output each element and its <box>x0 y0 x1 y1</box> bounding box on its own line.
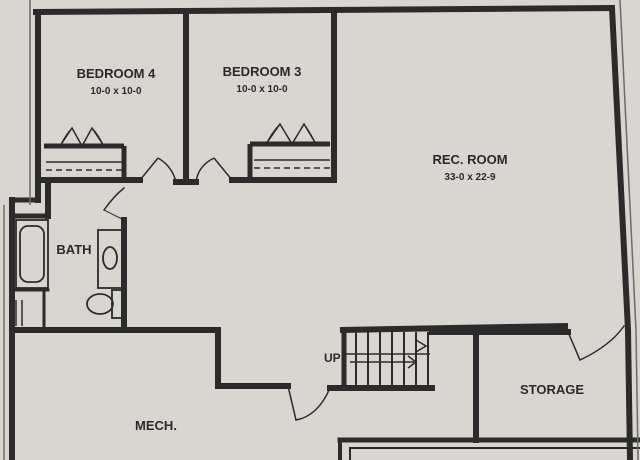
room-dim-bedroom-4: 10-0 x 10-0 <box>90 86 142 97</box>
room-dim-rec-room: 33-0 x 22-9 <box>444 172 496 183</box>
bedroom-doors <box>139 157 233 183</box>
mech-walls <box>9 327 435 421</box>
drawing-border-lines <box>3 0 639 460</box>
room-name-storage: STORAGE <box>520 382 584 397</box>
room-name-rec-room: REC. ROOM <box>432 152 507 167</box>
bathtub <box>15 219 49 289</box>
toilet <box>86 289 123 319</box>
room-dim-bedroom-3: 10-0 x 10-0 <box>236 84 288 95</box>
room-name-bedroom-4: BEDROOM 4 <box>77 66 157 81</box>
stairs <box>339 323 569 386</box>
sink <box>97 229 123 289</box>
outer-walls <box>9 4 640 460</box>
closet-bedroom-3 <box>247 122 330 180</box>
closet-bedroom-4 <box>44 126 127 182</box>
stair-label: UP <box>324 351 341 365</box>
bath-shelf <box>15 300 23 326</box>
room-name-bath: BATH <box>56 242 91 257</box>
room-name-mech: MECH. <box>135 418 177 433</box>
storage-walls <box>429 324 626 443</box>
room-labels: BEDROOM 4 10-0 x 10-0 BEDROOM 3 10-0 x 1… <box>56 64 584 433</box>
room-name-bedroom-3: BEDROOM 3 <box>223 64 302 79</box>
bath-walls <box>9 179 127 333</box>
